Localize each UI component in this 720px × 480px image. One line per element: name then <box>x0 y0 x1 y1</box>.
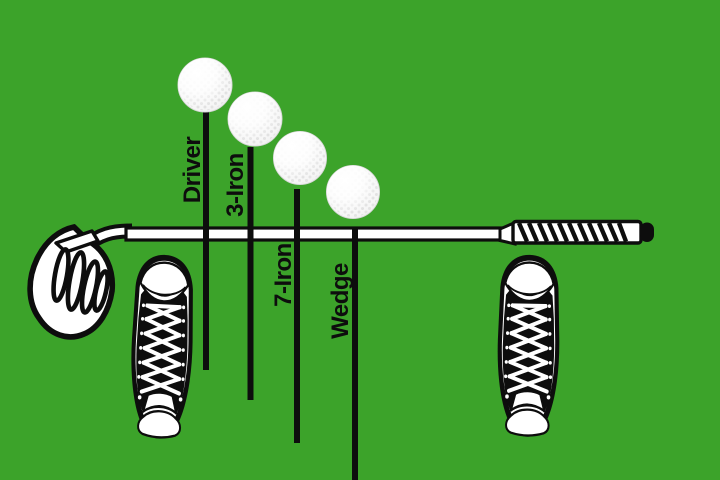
right-shoe-icon <box>496 254 560 437</box>
golf-ball-wedge-icon <box>326 165 380 219</box>
club-head <box>27 223 116 340</box>
golf-ball-3-iron-icon <box>227 91 283 147</box>
label-wedge: Wedge <box>327 263 354 339</box>
marker-line-7-iron <box>294 189 300 443</box>
club-shaft <box>124 226 505 242</box>
golf-club-icon <box>27 219 654 340</box>
label-7-iron: 7-Iron <box>270 243 297 307</box>
left-shoe-icon <box>128 253 196 440</box>
label-3-iron: 3-Iron <box>222 153 249 217</box>
club-butt-cap <box>640 222 654 242</box>
golf-ball-7-iron-icon <box>273 131 327 185</box>
marker-line-3-iron <box>247 147 254 400</box>
golf-balls <box>177 57 380 219</box>
marker-line-wedge <box>352 228 358 480</box>
golf-ball-driver-icon <box>177 57 233 113</box>
marker-line-driver <box>203 112 209 370</box>
label-driver: Driver <box>179 136 206 204</box>
